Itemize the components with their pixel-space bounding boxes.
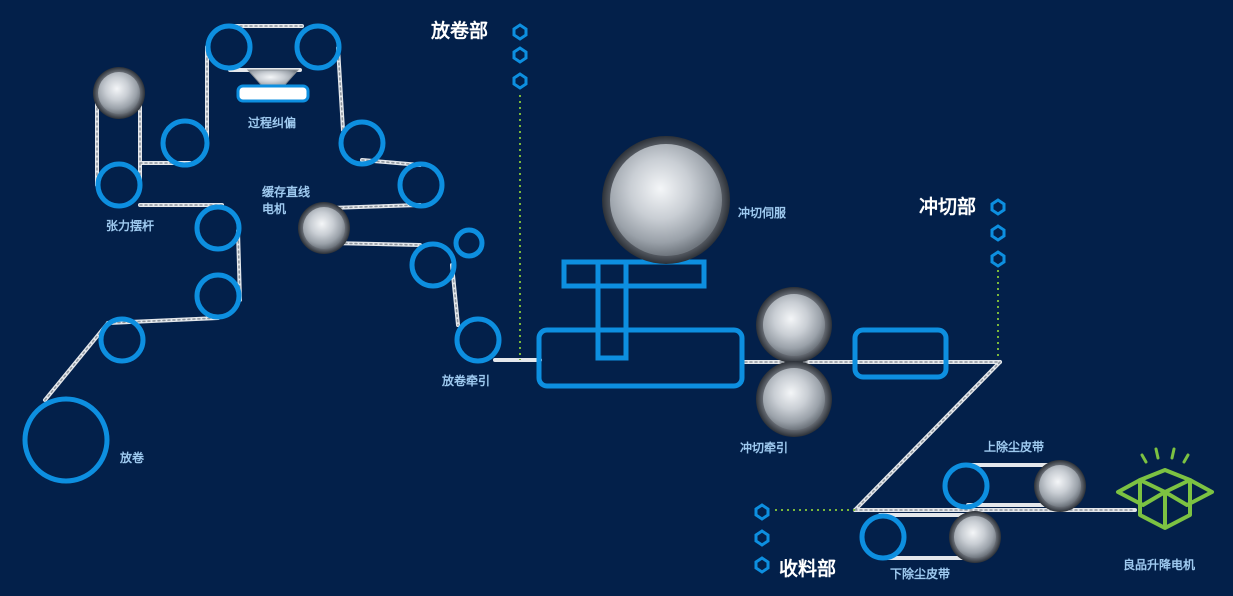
upper-dust-roller	[942, 462, 990, 510]
labels: 放卷 张力摆杆 过程纠偏 缓存直线 电机 放卷牵引 冲切伺服 冲切牵引 上除尘皮…	[106, 19, 1195, 581]
roller	[409, 241, 457, 289]
receiving-hex-icons	[754, 503, 770, 574]
receiving-section-title: 收料部	[779, 557, 836, 580]
unwind-hex-icons	[512, 23, 528, 90]
cutting-servo-label: 冲切伺服	[738, 205, 787, 220]
cutting-punch	[595, 259, 629, 361]
roller	[95, 161, 143, 209]
tension-arm-motor	[93, 67, 145, 119]
section-markers	[512, 23, 1006, 574]
box-glow-rays	[1140, 447, 1190, 464]
roller	[160, 118, 210, 168]
tension-arm-label: 张力摆杆	[106, 218, 154, 233]
cutting-traction-motor-top	[756, 287, 832, 363]
good-product-lift-motor-label: 良品升降电机	[1123, 557, 1195, 572]
unwind-traction-label: 放卷牵引	[441, 373, 490, 388]
lower-dust-belt-label: 下除尘皮带	[890, 566, 950, 581]
upper-dust-belt-label: 上除尘皮带	[984, 439, 1044, 454]
cutting-traction-motor-bottom	[756, 361, 832, 437]
rollers	[22, 23, 990, 561]
motors	[93, 67, 1086, 563]
roller	[338, 119, 386, 167]
roller	[294, 23, 342, 71]
buffer-linear-motor	[298, 202, 350, 254]
unwind-section-title: 放卷部	[430, 19, 488, 42]
roller	[454, 316, 502, 364]
roller	[98, 316, 146, 364]
roller	[397, 161, 445, 209]
process-correction-device	[236, 69, 310, 103]
cutting-traction-label: 冲切牵引	[740, 440, 788, 455]
cutting-press	[536, 259, 949, 389]
roller	[194, 204, 242, 252]
lower-dust-belt-motor	[949, 511, 1001, 563]
roller	[194, 272, 242, 320]
cutting-servo-motor	[602, 136, 730, 264]
transition-box	[852, 327, 949, 380]
roller	[205, 23, 253, 71]
process-correction-label: 过程纠偏	[248, 115, 296, 130]
unwind-reel-label: 放卷	[119, 450, 145, 465]
box-icon	[1116, 447, 1214, 530]
buffer-motor-label-line1: 缓存直线	[262, 184, 310, 199]
lower-dust-roller	[859, 513, 907, 561]
cutting-section-title: 冲切部	[919, 195, 976, 218]
section-guides	[519, 95, 999, 511]
unwind-reel-roller	[22, 396, 110, 484]
roller	[453, 227, 485, 259]
cutting-hex-icons	[990, 198, 1006, 268]
cutting-base	[536, 327, 745, 389]
upper-dust-belt-motor	[1034, 460, 1086, 512]
buffer-motor-label-line2: 电机	[262, 201, 286, 216]
cutting-top-plate	[561, 259, 707, 289]
web-path	[43, 24, 1137, 560]
